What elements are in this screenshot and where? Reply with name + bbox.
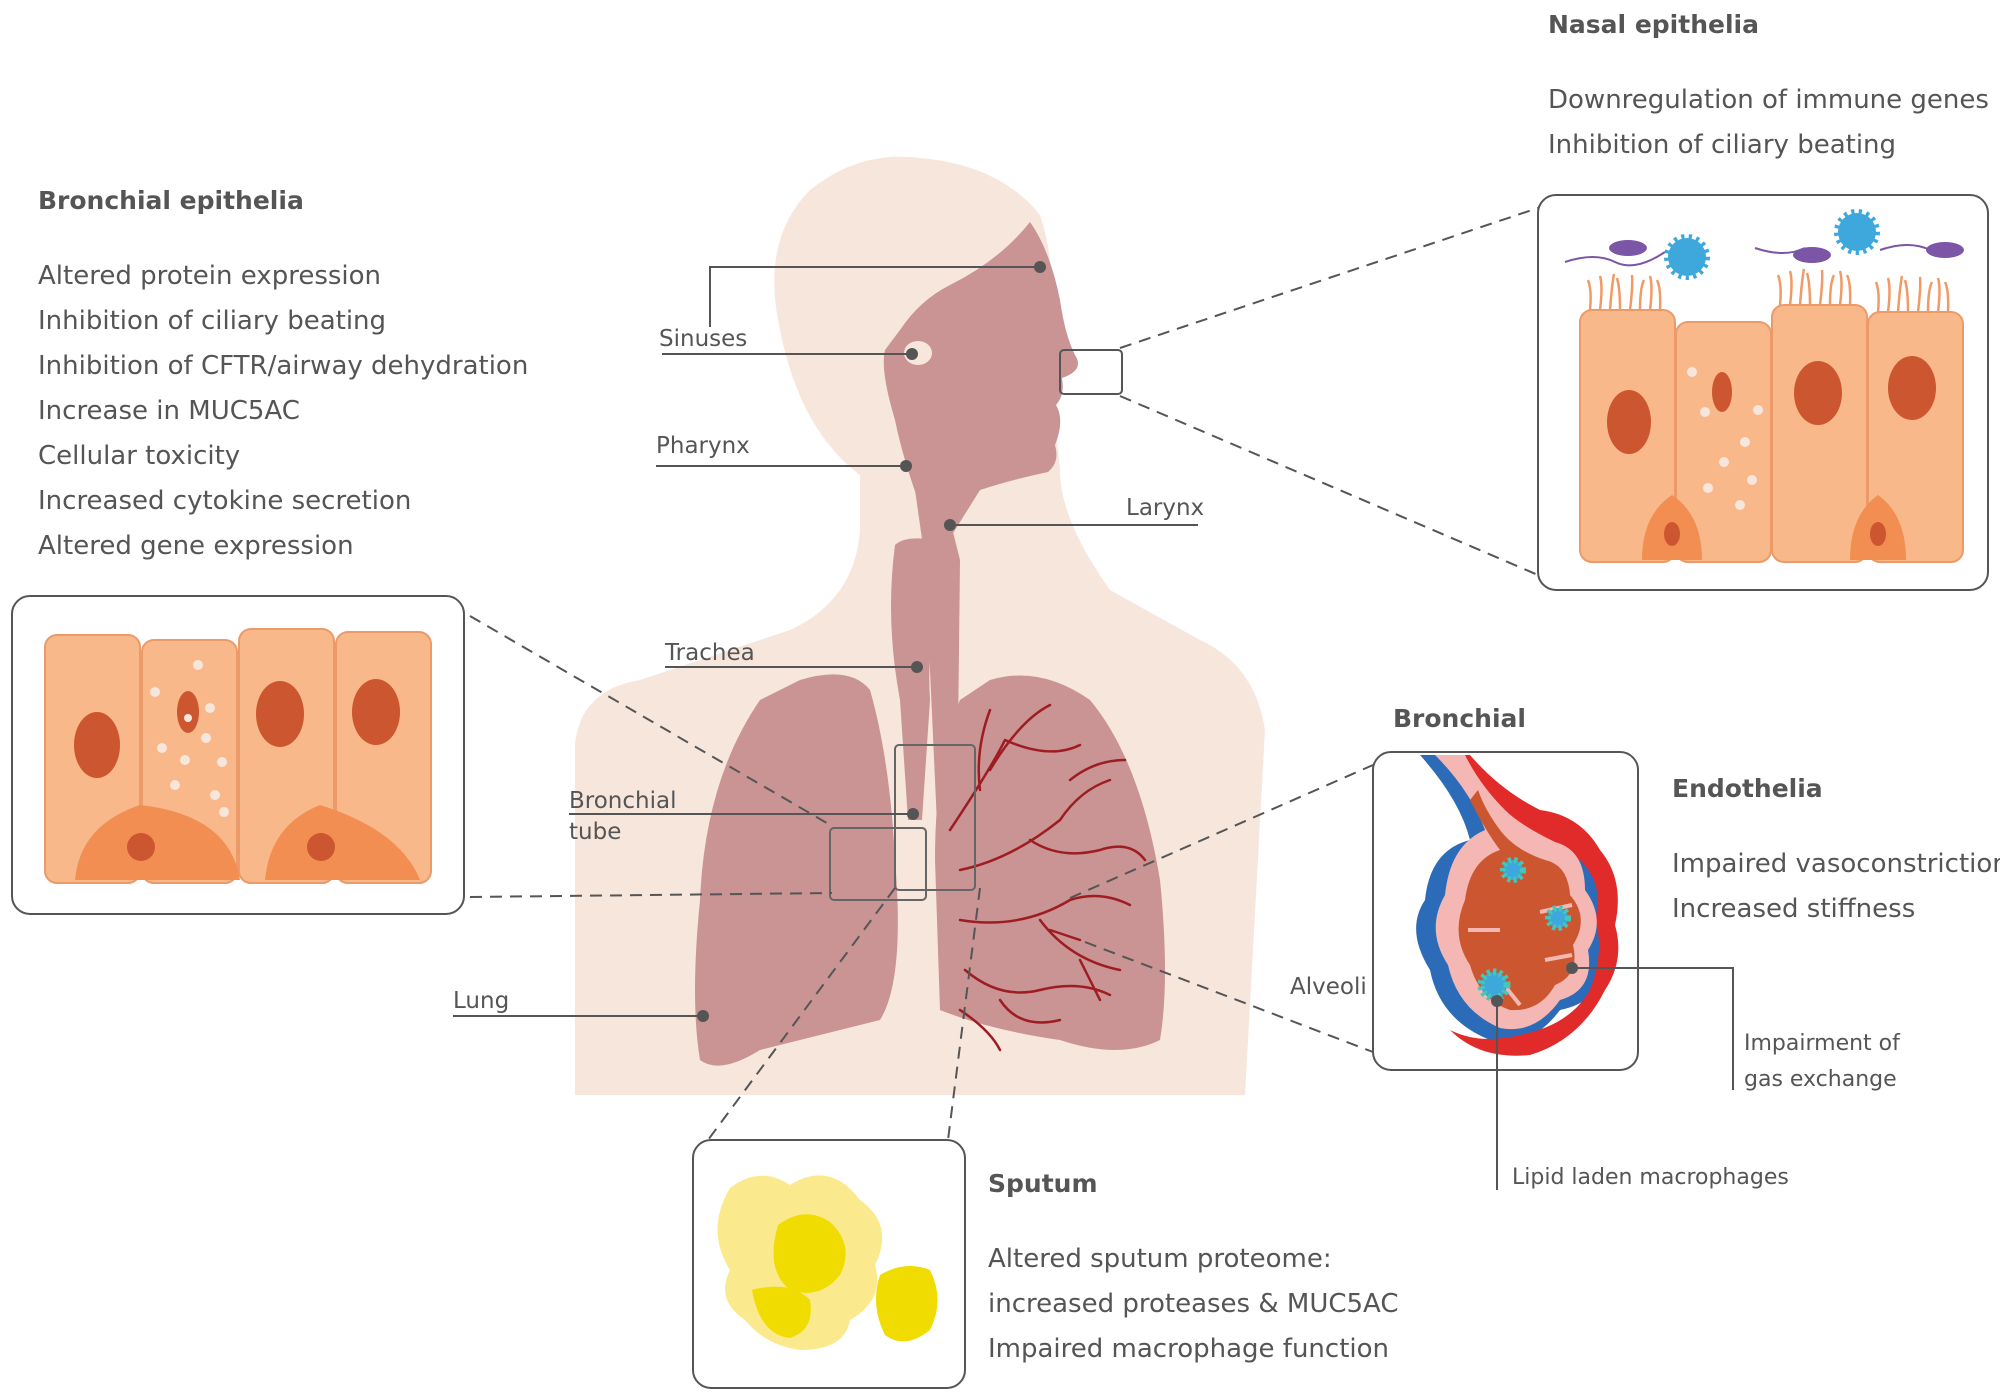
nasal-item: Inhibition of ciliary beating — [1548, 130, 1896, 160]
sinus-leader-upper — [709, 266, 1040, 327]
bronchial-item: Cellular toxicity — [38, 441, 240, 471]
dashed-connectors — [469, 207, 1539, 1141]
bronchial-label: Bronchial — [1393, 704, 1526, 733]
pharynx-label: Pharynx — [656, 433, 750, 459]
bacteria-icon — [1609, 240, 1647, 256]
nasal-connector-bottom — [1119, 395, 1539, 576]
macrophage-icon — [1500, 857, 1526, 883]
nasal-nucleus-4 — [1888, 356, 1936, 420]
sputum-blob-dark — [876, 1266, 938, 1342]
lungs — [695, 674, 1165, 1066]
lung-dot — [697, 1010, 709, 1022]
sputum-blob-dark — [773, 1214, 846, 1293]
nasal-microbes — [1564, 209, 1964, 280]
left-lung — [695, 674, 898, 1066]
nasal-heading: Nasal epithelia — [1548, 10, 1759, 39]
sputum-item: increased proteases & MUC5AC — [988, 1289, 1399, 1319]
bronchial-connector-top — [469, 615, 833, 827]
larynx-dot — [944, 519, 956, 531]
larynx-label: Larynx — [1126, 495, 1204, 521]
bronchial-tree — [948, 703, 1147, 1052]
trachea-dot — [911, 661, 923, 673]
nasal-cells — [1564, 209, 1964, 563]
bronchial-basal-nucleus-1 — [127, 833, 155, 861]
nasal-nucleus-2 — [1712, 372, 1732, 412]
bronchial-cells — [44, 628, 432, 884]
sputum-heading: Sputum — [988, 1169, 1098, 1198]
endothelia-item: Impaired vasoconstriction — [1672, 849, 2000, 879]
trachea-label: Trachea — [664, 640, 755, 666]
nasal-nucleus-1 — [1607, 390, 1651, 454]
right-lung — [935, 675, 1165, 1050]
bronchial-item: Altered gene expression — [38, 531, 354, 561]
bronchial-connector-bottom — [469, 892, 833, 898]
macrophage-icon — [1477, 968, 1511, 1002]
alveoli-label: Alveoli — [1290, 974, 1367, 1000]
bronchus-zoom-box — [894, 744, 976, 891]
bronchial-tube-label: tube — [569, 819, 621, 845]
gas-exchange-label: gas exchange — [1744, 1067, 1897, 1092]
lung-label: Lung — [453, 988, 509, 1014]
bronchial-nucleus-3 — [256, 681, 304, 747]
nasal-cilia — [1586, 268, 1950, 313]
nasal-item: Downregulation of immune genes — [1548, 85, 1989, 115]
nose-zoom-box — [1059, 349, 1123, 395]
alveoli-illustration — [1416, 755, 1619, 1056]
bronchial-item: Increase in MUC5AC — [38, 396, 300, 426]
bronchial-nucleus-2 — [177, 691, 199, 733]
virus-icon — [1664, 234, 1710, 280]
sinuses-label: Sinuses — [659, 326, 747, 352]
nasal-nucleus-3 — [1794, 361, 1842, 425]
alveoli-connector-bottom — [1084, 941, 1374, 1053]
nasal-connector-top — [1119, 207, 1539, 349]
sinus-dot-lower — [906, 348, 918, 360]
bronchial-cell-zoom-box — [829, 827, 927, 901]
bronchial-tube-label: Bronchial — [569, 788, 676, 814]
alveolar-sac — [1458, 790, 1581, 1011]
nasal-granules — [1687, 367, 1763, 510]
macrophage-icon — [1545, 905, 1571, 931]
alveoli-macrophages — [1477, 857, 1571, 1002]
alveoli-connector-top — [1069, 764, 1374, 899]
bacteria-icon — [1926, 242, 1964, 258]
endothelia-heading: Endothelia — [1672, 774, 1823, 803]
bronchial-granules — [150, 660, 229, 817]
bronchial-basal-nucleus-2 — [307, 833, 335, 861]
leader-lines — [453, 261, 1198, 1022]
sputum-connector-left — [707, 887, 896, 1141]
artery-vessel — [1450, 755, 1619, 1056]
bronchial-tube-dot — [907, 808, 919, 820]
sputum-blob-dark — [752, 1286, 811, 1338]
sputum-item: Altered sputum proteome: — [988, 1244, 1332, 1274]
bronchial-item: Altered protein expression — [38, 261, 381, 291]
trachea-shape — [891, 538, 956, 820]
bronchial-basal-cell-1 — [75, 805, 240, 880]
sputum-connector-right — [947, 887, 981, 1141]
nasal-basal-nucleus-2 — [1870, 522, 1886, 546]
macrophages-label: Lipid laden macrophages — [1512, 1165, 1789, 1190]
bacteria-icon — [1793, 247, 1831, 263]
sputum-item: Impaired macrophage function — [988, 1334, 1389, 1364]
bronchial-item: Inhibition of CFTR/airway dehydration — [38, 351, 528, 381]
bronchial-epithelia-heading: Bronchial epithelia — [38, 186, 304, 215]
bronchial-basal-cell-2 — [265, 805, 420, 880]
gas-exchange-label: Impairment of — [1744, 1031, 1901, 1056]
nasal-basal-nucleus-1 — [1664, 522, 1680, 546]
virus-icon — [1834, 209, 1880, 255]
endothelia-item: Increased stiffness — [1672, 894, 1915, 924]
gas-exchange-leader — [1572, 967, 1734, 1090]
bronchial-nucleus-1 — [74, 712, 120, 778]
sinus-dot-upper — [1034, 261, 1046, 273]
bronchial-item: Inhibition of ciliary beating — [38, 306, 386, 336]
bronchial-nucleus-4 — [352, 679, 400, 745]
bronchial-item: Increased cytokine secretion — [38, 486, 411, 516]
nasal-cell-3 — [1771, 304, 1868, 563]
sputum-illustration — [717, 1175, 938, 1350]
pharynx-dot — [900, 460, 912, 472]
